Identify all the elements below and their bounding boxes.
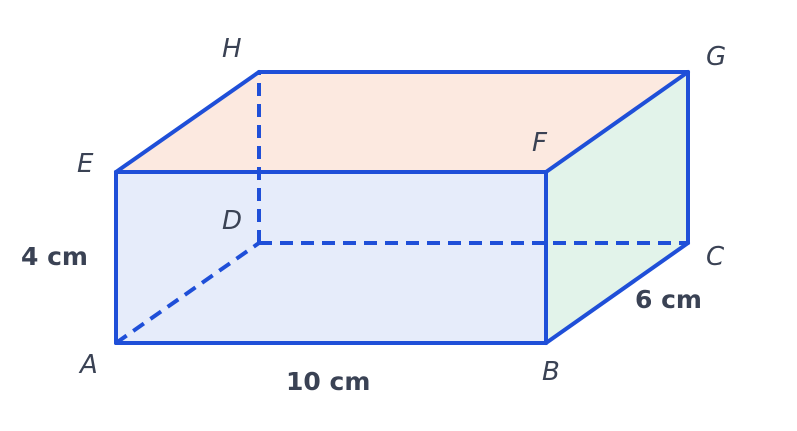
vertex-label-e: E	[77, 149, 94, 179]
edge-bc	[544, 241, 690, 345]
vertex-label-f: F	[532, 128, 548, 158]
vertex-label-d: D	[222, 206, 242, 236]
vertex-label-g: G	[706, 42, 726, 72]
vertex-label-b: B	[542, 357, 560, 387]
edge-ad	[114, 241, 261, 345]
vertex-label-c: C	[706, 242, 725, 272]
dimension-label-height: 4 cm	[21, 242, 88, 271]
front-face	[116, 172, 546, 343]
dimension-label-depth: 6 cm	[635, 285, 702, 314]
edge-fg	[544, 70, 690, 174]
dimension-label-length: 10 cm	[286, 367, 370, 396]
vertex-label-h: H	[222, 34, 242, 64]
vertex-label-a: A	[78, 350, 98, 380]
right-face	[546, 72, 688, 343]
edge-eh	[114, 70, 261, 174]
